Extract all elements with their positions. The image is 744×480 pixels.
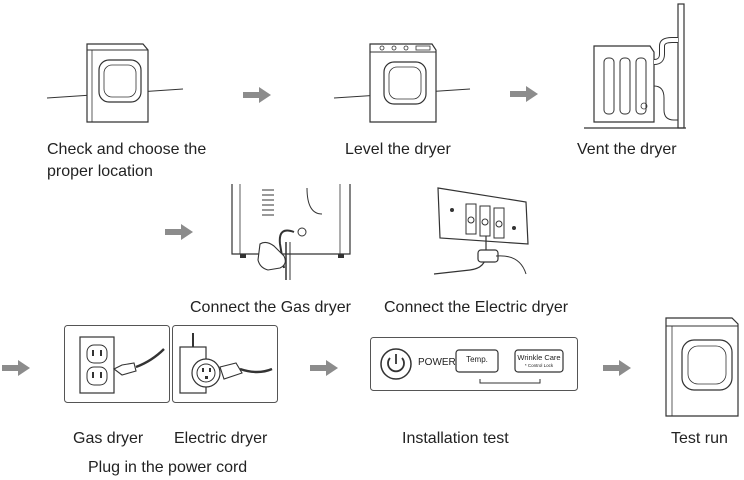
gas-connection-illustration: [222, 184, 362, 284]
vent-dryer-illustration: [582, 2, 692, 132]
arrow-right-icon: [510, 86, 538, 102]
arrow-right-icon: [2, 360, 30, 376]
power-label: POWER: [418, 357, 456, 368]
step-label-electric: Connect the Electric dryer: [384, 299, 569, 316]
step-label-electric-cord: Electric dryer: [174, 430, 268, 447]
level-dryer-illustration: [332, 38, 472, 128]
step-label-level: Level the dryer: [345, 141, 451, 158]
step-label-gas: Connect the Gas dryer: [190, 299, 351, 316]
control-panel-illustration: POWER Temp. Wrinkle Care * Control Lock: [370, 337, 578, 391]
dryer-location-illustration: [45, 38, 185, 128]
step-label-location: Check and choose the proper location: [47, 141, 207, 180]
arrow-right-icon: [243, 87, 271, 103]
control-lock-label: * Control Lock: [524, 363, 554, 368]
arrow-right-icon: [165, 224, 193, 240]
step-label-test: Installation test: [402, 430, 509, 447]
electric-connection-illustration: [430, 184, 540, 284]
step-label-plug: Plug in the power cord: [88, 459, 248, 476]
test-run-dryer-illustration: [662, 314, 742, 420]
arrow-right-icon: [310, 360, 338, 376]
electric-outlet-illustration: [172, 325, 278, 403]
wrinkle-care-button: Wrinkle Care: [517, 353, 561, 362]
step-label-vent: Vent the dryer: [577, 141, 677, 158]
gas-outlet-illustration: [64, 325, 170, 403]
step-label-run: Test run: [671, 430, 728, 447]
step-label-gas-cord: Gas dryer: [73, 430, 144, 447]
arrow-right-icon: [603, 360, 631, 376]
temp-button: Temp.: [466, 355, 488, 364]
